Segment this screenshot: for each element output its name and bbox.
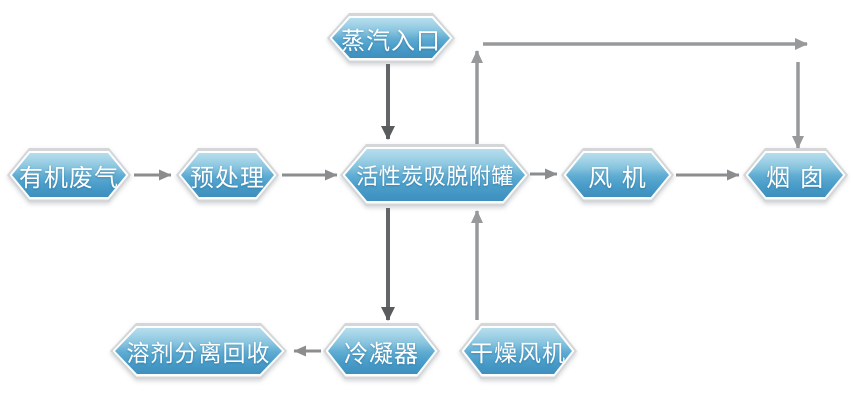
hexagon-fill: 冷凝器 [328, 328, 435, 374]
hexagon-fill: 烟 囱 [748, 153, 843, 197]
node-organic-waste-gas: 有机废气 [7, 148, 131, 202]
node-label: 活性炭吸脱附罐 [356, 165, 514, 190]
hexagon-fill: 预处理 [181, 153, 274, 197]
hexagon-fill: 风 机 [566, 153, 669, 197]
node-label: 冷凝器 [344, 339, 419, 368]
node-pretreatment: 预处理 [176, 148, 279, 202]
hexagon-fill: 有机废气 [12, 153, 126, 197]
node-condenser: 冷凝器 [323, 323, 440, 379]
node-label: 蒸汽入口 [341, 26, 441, 55]
node-label: 干燥风机 [470, 341, 566, 367]
node-activated-carbon-tank: 活性炭吸脱附罐 [340, 144, 530, 206]
node-label: 预处理 [190, 163, 265, 192]
node-chimney: 烟 囱 [743, 148, 848, 202]
node-drying-fan: 干燥风机 [459, 323, 577, 379]
node-label: 有机废气 [19, 163, 119, 192]
node-solvent-separation-recovery: 溶剂分离回收 [110, 323, 287, 379]
hexagon-fill: 活性炭吸脱附罐 [345, 149, 525, 201]
node-label: 风 机 [588, 163, 647, 192]
node-fan: 风 机 [561, 148, 674, 202]
hexagon-fill: 溶剂分离回收 [115, 328, 282, 374]
hexagon-fill: 干燥风机 [464, 328, 572, 374]
hexagon-fill: 蒸汽入口 [332, 18, 450, 58]
node-label: 溶剂分离回收 [126, 341, 271, 367]
node-steam-inlet: 蒸汽入口 [327, 13, 455, 63]
node-label: 烟 囱 [766, 163, 825, 192]
